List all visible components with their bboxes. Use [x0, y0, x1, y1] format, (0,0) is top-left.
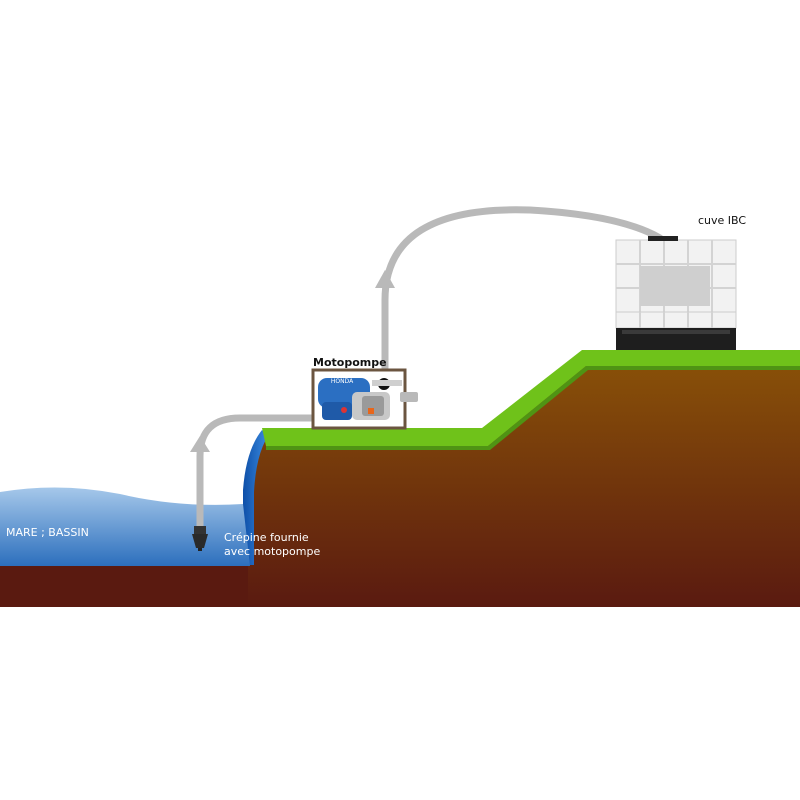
- hill-soil: [248, 356, 800, 607]
- pond-water: [0, 487, 250, 566]
- motor-pump-icon: HONDA: [311, 368, 418, 430]
- pond-bank: [243, 430, 268, 565]
- strainer-label-line2: avec motopompe: [224, 545, 321, 558]
- strainer-label-line1: Crépine fournie: [224, 531, 309, 544]
- strainer-icon: [192, 526, 208, 551]
- flow-arrow-icon: [190, 436, 210, 452]
- pond-label: MARE ; BASSIN: [6, 526, 89, 539]
- pump-label: Motopompe: [313, 356, 387, 369]
- ibc-tank-icon: [615, 236, 737, 350]
- grass-strip: [262, 350, 800, 446]
- flow-arrow-icon: [375, 270, 395, 288]
- tank-label: cuve IBC: [698, 214, 747, 227]
- suction-hose: [196, 414, 322, 534]
- pump-brand: HONDA: [331, 378, 354, 385]
